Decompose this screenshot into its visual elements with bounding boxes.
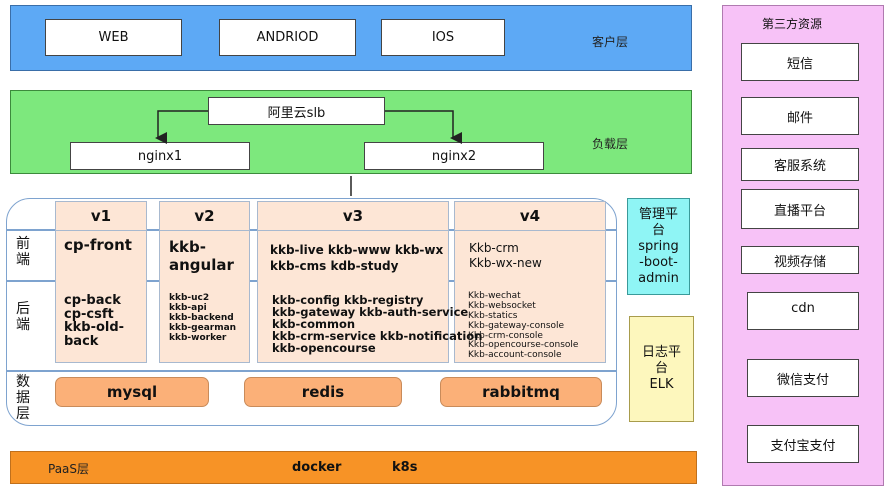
v3-frontend-services: kkb-live kkb-www kkb-wx kkb-cms kdb-stud… [270,243,443,274]
v1-frontend-services: cp-front [64,236,132,254]
third-party-panel [722,5,884,486]
service-name: Kkb-wechat [468,291,521,301]
nginx1-box: nginx1 [70,142,250,170]
service-name: angular [169,256,234,274]
paas-label: PaaS层 [48,462,90,476]
service-name: kkb-opencourse [272,341,376,356]
service-name: cp-csft [64,306,114,322]
service-name: Kkb-account-console [468,350,562,361]
data-row-label: 数据层 [16,374,30,422]
service-name: kkb- [169,238,206,256]
service-name: Kkb-opencourse-console [468,340,579,351]
version-header-v4: v4 [455,202,605,231]
service-name: kkb-crm-service kkb-notification [272,329,483,344]
management-platform: 管理平 台 spring -boot- admin [627,198,690,295]
client-layer-label: 客户层 [592,35,629,49]
service-name: kkb-api [169,302,207,313]
wechat-pay-box: 微信支付 [747,359,859,397]
frontend-row-label: 前端 [16,236,30,268]
service-name: back [64,333,99,349]
service-name: kkb-cms kdb-study [270,258,399,273]
k8s-label: k8s [392,460,418,475]
v2-backend-services: kkb-uc2 kkb-api kkb-backend kkb-gearman … [169,293,237,343]
version-column-v2: v2 [159,201,250,363]
version-column-v1: v1 [55,201,147,363]
client-android-box: ANDRIOD [219,19,356,56]
v4-frontend-services: Kkb-crm Kkb-wx-new [469,241,542,271]
version-header-v1: v1 [56,202,146,231]
service-name: kkb-gateway kkb-auth-service [272,305,469,320]
service-name: Kkb-crm-console [468,330,543,341]
email-box: 邮件 [741,97,859,135]
version-header-v3: v3 [258,202,448,231]
service-name: Kkb-statics [468,310,518,321]
service-name: kkb-uc2 [169,293,210,303]
version-column-v3: v3 [257,201,449,363]
service-name: Kkb-websocket [468,300,536,311]
service-name: kkb-config kkb-registry [272,293,424,307]
paas-layer [10,451,697,484]
third-party-title: 第三方资源 [762,17,823,31]
service-name: kkb-worker [169,332,227,343]
version-header-v2: v2 [160,202,249,231]
service-name: Kkb-gateway-console [468,320,565,331]
service-name: cp-front [64,236,132,254]
backend-row-label: 后端 [16,301,30,333]
service-name: Kkb-crm [469,241,519,255]
service-name: kkb-backend [169,312,234,323]
backend-data-separator [6,370,617,372]
logging-platform: 日志平 台 ELK [629,316,694,422]
slb-box: 阿里云slb [208,97,385,125]
redis-store: redis [244,377,402,407]
service-name: kkb-common [272,317,356,332]
service-name: kkb-live kkb-www kkb-wx [270,243,444,257]
cdn-box: cdn [747,292,859,330]
v3-backend-services: kkb-config kkb-registry kkb-gateway kkb-… [272,294,482,354]
client-web-box: WEB [45,19,182,56]
service-name: kkb-old- [64,320,125,336]
sms-box: 短信 [741,43,859,81]
service-name: Kkb-wx-new [469,256,542,270]
service-name: cp-back [64,293,121,308]
video-storage-box: 视频存储 [741,246,859,274]
nginx2-box: nginx2 [364,142,544,170]
service-name: kkb-gearman [169,322,237,333]
version-column-v4: v4 [454,201,606,363]
client-ios-box: IOS [381,19,505,56]
rabbitmq-store: rabbitmq [440,377,602,407]
alipay-box: 支付宝支付 [747,425,859,463]
live-platform-box: 直播平台 [741,189,859,229]
v2-frontend-services: kkb- angular [169,238,234,274]
customer-service-box: 客服系统 [741,148,859,181]
load-layer-label: 负载层 [592,137,629,151]
v4-backend-services: Kkb-wechat Kkb-websocket Kkb-statics Kkb… [468,291,579,361]
v1-backend-services: cp-back cp-csft kkb-old- back [64,294,124,349]
mysql-store: mysql [55,377,209,407]
docker-label: docker [292,460,342,475]
